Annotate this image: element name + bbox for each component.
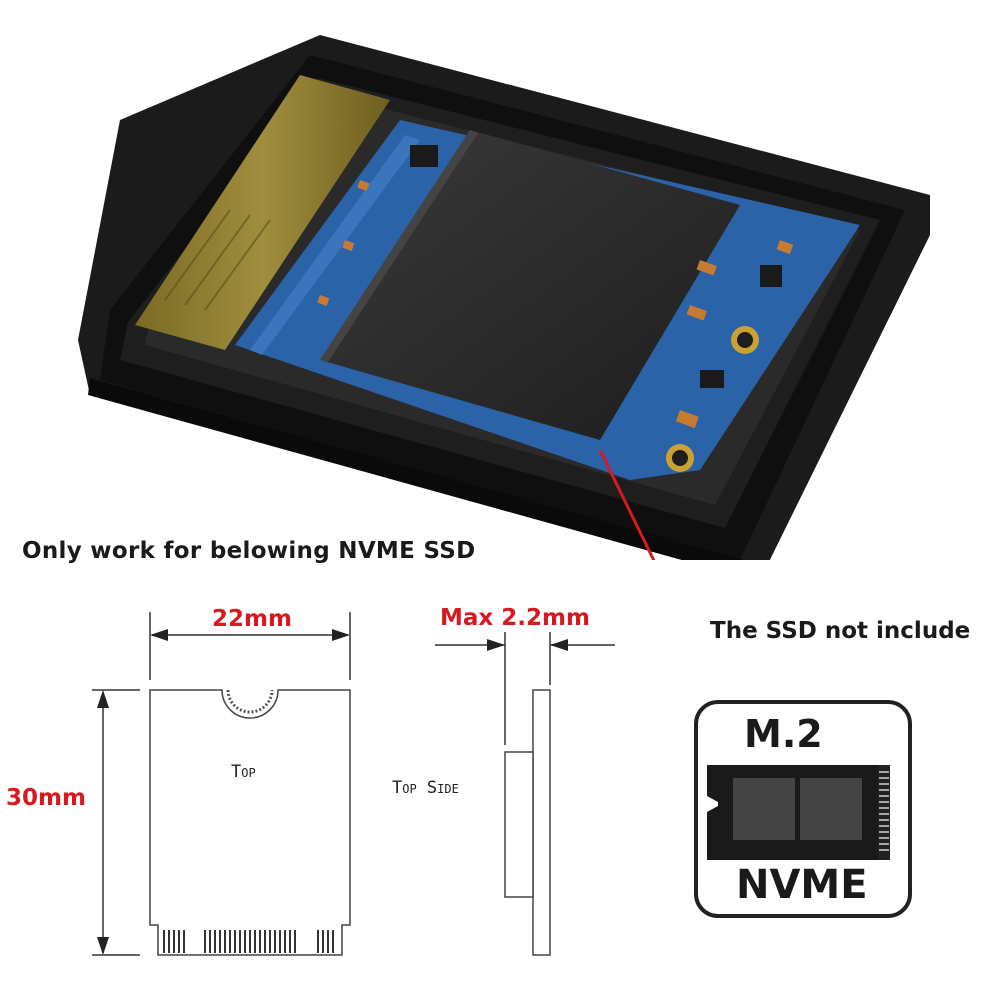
compatibility-heading: Only work for belowing NVME SSD — [22, 538, 476, 564]
ssd-side-view — [504, 689, 551, 956]
callout-text: The SSD not include — [710, 618, 971, 644]
m2-nvme-badge — [694, 700, 912, 918]
ssd-top-view — [149, 689, 351, 956]
ssd-enclosure-photo — [78, 35, 930, 560]
gold-contacts — [135, 75, 390, 350]
thickness-dimension-label: Max 2.2mm — [440, 605, 590, 631]
height-dimension-label: 30mm — [6, 785, 86, 811]
top-view-label: Top — [231, 762, 256, 782]
callout-line — [598, 449, 656, 560]
badge-m2-label: M.2 — [744, 712, 823, 756]
side-view-label: Top Side — [392, 778, 459, 798]
width-dimension-label: 22mm — [212, 606, 292, 632]
badge-nvme-label: NVME — [736, 862, 868, 908]
